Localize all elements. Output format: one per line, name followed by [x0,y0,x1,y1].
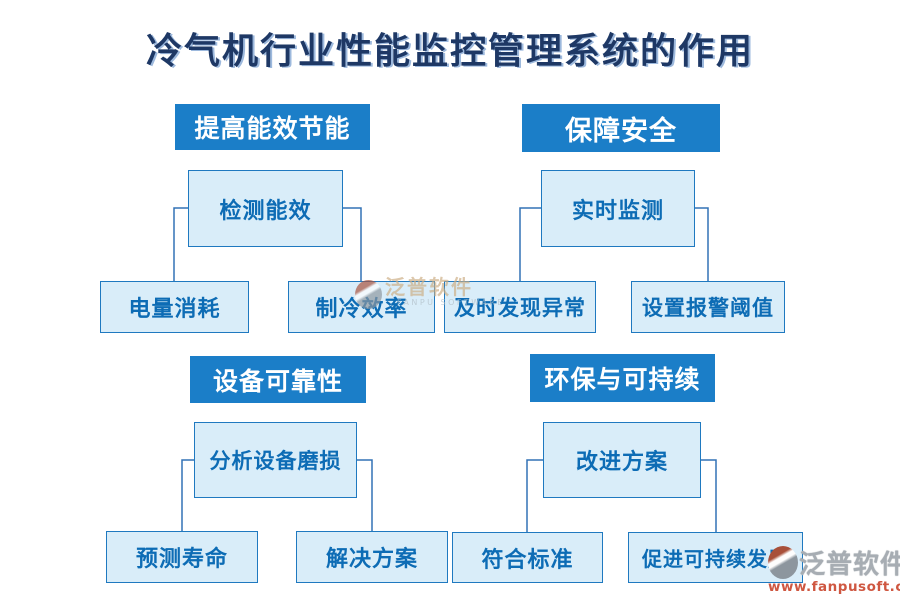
node-sustainable-dev: 促进可持续发展 [628,532,803,583]
node-analyze-wear: 分析设备磨损 [194,422,357,498]
section-header-reliability: 设备可靠性 [190,356,366,403]
page-title: 冷气机行业性能监控管理系统的作用 [145,30,754,72]
connector-line [357,459,373,531]
section-header-sustainability: 环保与可持续 [530,354,715,402]
node-realtime-monitor: 实时监测 [541,170,695,247]
connector-line [343,207,362,281]
node-alarm-threshold: 设置报警阈值 [631,281,785,333]
connector-line [526,459,543,532]
section-header-safety: 保障安全 [522,104,720,152]
node-power-consumption: 电量消耗 [100,281,249,333]
node-solutions: 解决方案 [296,531,448,583]
node-improvement-plan: 改进方案 [543,422,701,498]
connector-line [173,207,188,281]
section-header-energy-efficiency: 提高能效节能 [175,104,370,150]
connector-line [519,207,541,281]
node-meet-standards: 符合标准 [452,532,603,583]
node-detect-efficiency: 检测能效 [188,170,343,247]
connector-line [695,207,709,281]
node-predict-lifespan: 预测寿命 [106,531,258,583]
connector-line [701,459,717,532]
node-detect-anomaly: 及时发现异常 [444,281,596,333]
node-cooling-efficiency: 制冷效率 [288,281,435,333]
connector-line [181,459,194,531]
watermark-brand-text: 泛普软件 [799,550,900,580]
